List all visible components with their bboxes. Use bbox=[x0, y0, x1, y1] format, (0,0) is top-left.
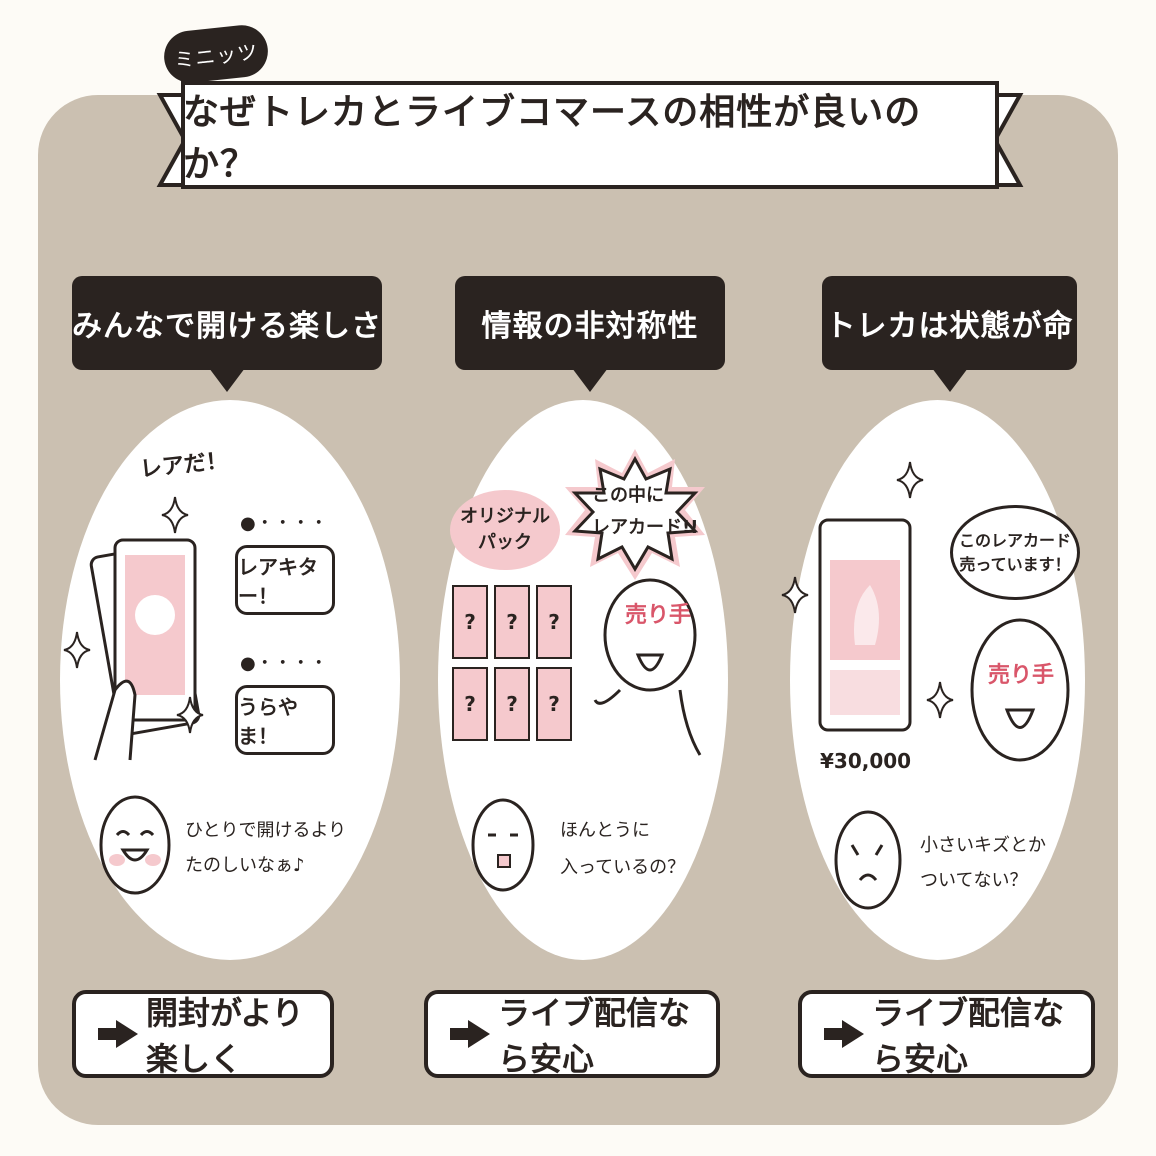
comment-3-line2: ついてない？ bbox=[920, 870, 1028, 891]
chat-bubble-1: レアキター！ bbox=[235, 545, 335, 615]
result-text-3: ライブ配信なら安心 bbox=[872, 994, 1065, 1078]
burst-bubble bbox=[565, 449, 705, 580]
sparkle-icon bbox=[896, 461, 924, 499]
card-pack: ? bbox=[536, 667, 572, 741]
title-ribbon bbox=[156, 81, 1024, 189]
seller-figure-3 bbox=[970, 618, 1070, 762]
sparkle-icon bbox=[926, 681, 954, 719]
seller-label-3: 売り手 bbox=[988, 663, 1055, 688]
arrow-right-icon bbox=[98, 1020, 138, 1048]
original-pack-badge: オリジナルパック bbox=[450, 490, 560, 570]
speech-line2: 売っています！ bbox=[959, 554, 1071, 574]
burst-line1: この中に bbox=[592, 485, 664, 506]
pack-badge-line1: オリジナル bbox=[460, 506, 550, 527]
result-text-1: 開封がより楽しく bbox=[146, 994, 304, 1078]
card-pack: ? bbox=[452, 667, 488, 741]
page-title: なぜトレカとライブコマースの相性が良いのか？ bbox=[183, 92, 922, 185]
result-text-2: ライブ配信なら安心 bbox=[498, 994, 691, 1078]
seller-speech-bubble: このレアカード 売っています！ bbox=[950, 505, 1080, 600]
chat-bubble-2: うらやま！ bbox=[235, 685, 335, 755]
pack-badge-line2: パック bbox=[478, 532, 532, 553]
rare-card-illustration bbox=[818, 518, 912, 732]
column-label-1: みんなで開ける楽しさ bbox=[72, 276, 382, 392]
sparkle-icon bbox=[781, 576, 809, 614]
comment-1-line2: たのしいなぁ♪ bbox=[185, 855, 305, 876]
result-box-3: ライブ配信なら安心 bbox=[798, 990, 1095, 1078]
chat-dots-1: ●・・・・ bbox=[240, 513, 328, 534]
sparkle-icon bbox=[63, 631, 91, 669]
speech-line1: このレアカード bbox=[958, 530, 1071, 550]
card-pack: ? bbox=[452, 585, 488, 659]
sparkle-icon bbox=[161, 496, 189, 534]
viewer-face-doubt bbox=[471, 798, 535, 892]
comment-2-line1: ほんとうに bbox=[560, 820, 650, 841]
card-pack: ? bbox=[494, 585, 530, 659]
arrow-right-icon bbox=[824, 1020, 864, 1048]
comment-1-line1: ひとりで開けるより bbox=[185, 820, 347, 841]
card-pack-grid: ? ? ? ? ? ? bbox=[452, 585, 572, 741]
price-label: ¥30,000 bbox=[820, 749, 912, 773]
chat-dots-2: ●・・・・ bbox=[240, 653, 328, 674]
card-hand-illustration bbox=[89, 538, 201, 761]
seller-label-2: 売り手 bbox=[625, 603, 692, 628]
result-box-2: ライブ配信なら安心 bbox=[424, 990, 720, 1078]
card-pack: ? bbox=[536, 585, 572, 659]
viewer-face-happy bbox=[99, 795, 171, 895]
comment-3-line1: 小さいキズとか bbox=[920, 835, 1046, 856]
result-box-1: 開封がより楽しく bbox=[72, 990, 334, 1078]
seller-figure-2 bbox=[593, 578, 702, 756]
burst-line2: レアカード!! bbox=[592, 517, 699, 538]
arrow-right-icon bbox=[450, 1020, 490, 1048]
comment-2-line2: 入っているの？ bbox=[560, 857, 686, 878]
column-label-2: 情報の非対称性 bbox=[455, 276, 725, 392]
viewer-face-worried bbox=[834, 810, 902, 910]
column-label-3: トレカは状態が命 bbox=[822, 276, 1077, 392]
card-pack: ? bbox=[494, 667, 530, 741]
sparkle-icon bbox=[176, 696, 204, 734]
